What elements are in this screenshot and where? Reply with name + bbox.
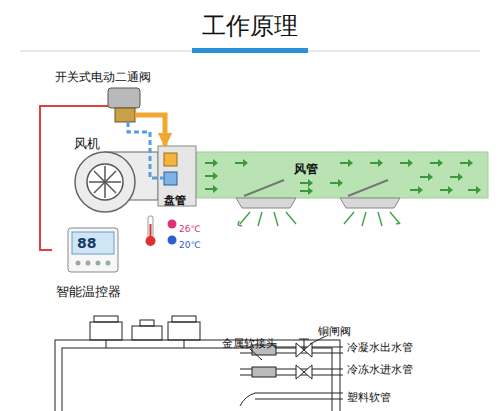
pipe-label: 冷冻水进水管 [347, 363, 413, 376]
coil-outlet [164, 172, 177, 185]
duct-label: 风管 [292, 162, 320, 176]
coil-node: 盘管 [158, 146, 196, 209]
coil-label: 盘管 [164, 194, 186, 207]
fan-housing [75, 152, 135, 212]
louvers [244, 180, 388, 196]
text-holder: 开关式电动二通阀 [55, 66, 151, 85]
valve-body [115, 108, 135, 122]
part-label: 金属软接头 [222, 337, 277, 350]
temp-warm: 26℃ [179, 224, 201, 235]
duct-node: 风管 [196, 152, 488, 198]
fan-label: 风机 [74, 136, 100, 152]
air-arrows [205, 159, 481, 195]
thermostat-screen [72, 232, 114, 254]
temp-cool: 20℃ [179, 240, 201, 251]
fan-wheel [87, 164, 123, 200]
text-holder: 冷凝水出水管 [347, 336, 413, 355]
thermostat-body [68, 228, 118, 272]
fan-node: 风机 [62, 130, 154, 214]
valve-actuator [108, 88, 140, 108]
thermostat-buttons [76, 261, 111, 266]
text-holder: 铜闸阀 [318, 320, 351, 339]
diffusers [236, 198, 400, 208]
pipes-drawing [240, 347, 343, 406]
thermometer-mercury [150, 224, 152, 238]
text-holder: 冷冻水进水管 [347, 358, 413, 377]
text-holder: 塑料软管 [347, 386, 391, 405]
warm-dot [168, 220, 177, 229]
return-pipe [128, 122, 164, 178]
unit-drawing [55, 316, 340, 411]
text-holder: 88 [77, 233, 96, 252]
title-holder: 工作原理 [0, 12, 500, 41]
valve-label: 开关式电动二通阀 [55, 70, 151, 84]
text-holder: 盘管 [164, 189, 186, 208]
gate-valves [296, 339, 312, 379]
cool-dot [168, 236, 177, 245]
pipe-label: 塑料软管 [347, 391, 391, 404]
text-holder: 风机 [74, 133, 100, 152]
thermostat-node: 88 智能温控器 [52, 226, 136, 302]
duct-band [196, 152, 488, 198]
control-wire [55, 105, 108, 107]
fan-blades [89, 166, 121, 198]
text-holder: 金属软接头 [222, 332, 277, 351]
thermostat-label: 智能温控器 [56, 284, 121, 300]
thermometer-tube [148, 216, 153, 238]
text-holder: 风管 [292, 158, 320, 177]
text-holder: 智能温控器 [56, 281, 121, 300]
text-holder: 26℃ [179, 217, 201, 236]
supply-air [238, 212, 400, 226]
coil-inlet [164, 153, 177, 166]
text-holder: 20℃ [179, 233, 201, 252]
supply-pipe [135, 115, 165, 128]
part-label: 铜闸阀 [318, 325, 351, 338]
valve-node: 开关式电动二通阀 [55, 64, 175, 128]
pipe-label: 冷凝水出水管 [347, 341, 413, 354]
title: 工作原理 [202, 12, 298, 41]
control-wire [40, 106, 55, 250]
title-bar [192, 48, 308, 53]
supply-pipe [163, 128, 168, 146]
display-digits: 88 [77, 235, 96, 252]
thermometer-bulb [146, 236, 156, 246]
